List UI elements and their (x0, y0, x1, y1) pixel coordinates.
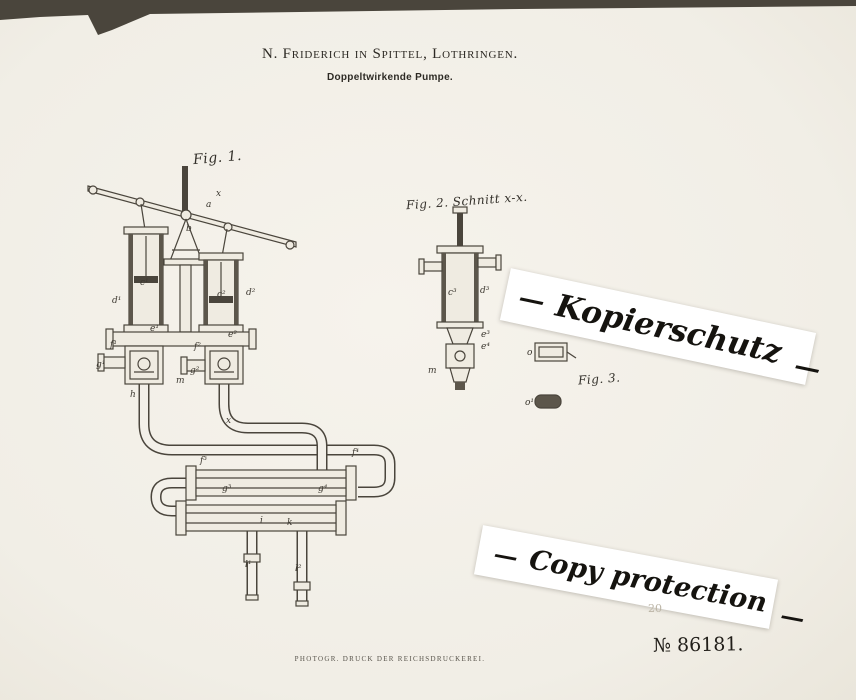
part-label: d³ (480, 286, 489, 296)
part-label: g³ (222, 484, 231, 494)
part-label: h (130, 390, 136, 400)
part-label: e³ (481, 330, 490, 340)
banner-label: Kopierschutz (553, 287, 785, 370)
patent-number: № 86181. (653, 633, 744, 657)
copy-protection-banner-de: — Kopierschutz — (500, 268, 816, 385)
faint-stamp: 20 (648, 602, 662, 615)
figure-label: Fig. 3. (578, 371, 621, 388)
part-label: o (527, 348, 532, 358)
part-label: f¹ (110, 340, 117, 350)
part-label: g² (190, 366, 199, 376)
banner-lead-dash: — (516, 282, 548, 317)
part-label: x (226, 416, 231, 426)
banner-lead-dash: — (492, 538, 521, 571)
part-label: f⁴ (352, 448, 359, 458)
part-label: g¹ (96, 360, 105, 370)
figure1-drawing (88, 166, 390, 606)
part-label: e¹ (150, 324, 159, 334)
part-label: e⁴ (481, 342, 490, 352)
part-label: l² (295, 564, 302, 574)
part-label: a (206, 200, 211, 210)
banner-trail-dash: — (792, 350, 824, 385)
part-label: o¹ (525, 398, 534, 408)
figure2-drawing (419, 207, 501, 390)
scan-edge-top (0, 0, 856, 35)
banner-trail-dash: — (778, 600, 807, 633)
part-label: b (186, 224, 192, 234)
printer-line: PHOTOGR. DRUCK DER REICHSDRUCKEREI. (0, 655, 780, 663)
page-title: Doppeltwirkende Pumpe. (0, 72, 780, 83)
part-label: m (428, 366, 437, 376)
part-label: m (176, 376, 185, 386)
copy-protection-banner-en: — Copy protection — (474, 525, 778, 629)
figure-label: Fig. 1. (192, 148, 242, 168)
page-header: N. Friderich in Spittel, Lothringen. Dop… (0, 46, 780, 83)
part-label: c³ (448, 288, 457, 298)
part-label: g⁴ (318, 484, 327, 494)
figure-label: Fig. 2. Schnitt x-x. (406, 190, 528, 212)
part-label: k (287, 518, 292, 528)
part-label: f³ (200, 456, 207, 466)
figure3-drawing (535, 343, 576, 408)
part-label: c² (217, 290, 226, 300)
part-label: i (260, 516, 263, 526)
author-line: N. Friderich in Spittel, Lothringen. (0, 46, 780, 63)
part-label: e² (228, 330, 237, 340)
part-label: d² (246, 288, 255, 298)
part-label: x (216, 189, 221, 199)
part-label: c¹ (140, 278, 149, 288)
part-label: d¹ (112, 296, 121, 306)
part-label: l¹ (245, 560, 252, 570)
part-label: f² (194, 342, 201, 352)
